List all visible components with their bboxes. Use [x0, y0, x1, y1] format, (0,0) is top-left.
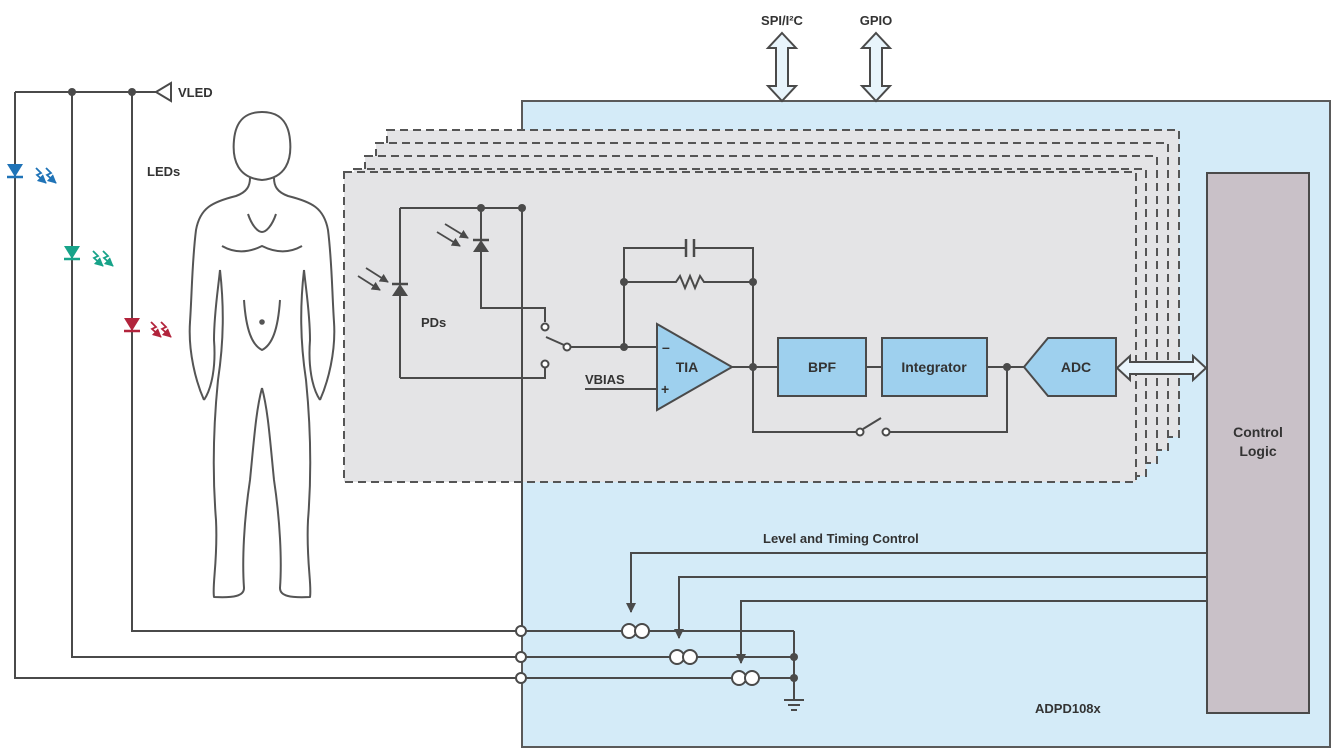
level-timing-label: Level and Timing Control: [763, 531, 919, 546]
gpio-label: GPIO: [860, 13, 893, 28]
adc-label: ADC: [1061, 359, 1091, 375]
led-diode-icon: [64, 246, 114, 267]
led-wires: [14, 92, 520, 679]
pd-wiring: [400, 204, 546, 631]
pds-label: PDs: [421, 315, 446, 330]
current-source-icon: [731, 670, 760, 686]
chip-pins: [515, 625, 527, 684]
control-logic-label-line2: Logic: [1239, 443, 1277, 459]
led-driver-wiring: [525, 630, 798, 700]
vled-rail: [15, 81, 172, 103]
chip-name-label: ADPD108x: [1035, 701, 1102, 716]
photodiode-icon: [436, 208, 489, 252]
tia-plus-label: +: [661, 381, 669, 397]
current-source-icon: [621, 623, 650, 639]
bpf-block: [777, 337, 867, 397]
vbias-label: VBIAS: [585, 372, 625, 387]
led-diode-icon: [124, 318, 172, 338]
photodiode-icon: [357, 208, 408, 378]
signal-chain-wires: [732, 363, 1024, 437]
feedback-network: [620, 239, 757, 367]
ground-icon: [784, 699, 804, 711]
leds-label: LEDs: [147, 164, 180, 179]
adc-bus-arrow: [1115, 353, 1208, 383]
gpio-bus-arrow: [859, 31, 893, 103]
tia-label: TIA: [676, 359, 699, 375]
input-switch-icon: [540, 322, 657, 369]
tia-amplifier: [656, 322, 735, 412]
channel-stack: [343, 129, 1180, 483]
vled-label: VLED: [178, 85, 213, 100]
tia-minus-label: –: [662, 339, 670, 355]
control-logic-block: [1206, 172, 1310, 714]
control-logic-label-line1: Control: [1233, 424, 1283, 440]
human-body-outline-icon: [188, 111, 336, 599]
spi-i2c-label: SPI/I²C: [761, 13, 804, 28]
current-source-icon: [669, 649, 698, 665]
integrator-label: Integrator: [901, 359, 967, 375]
adc-block: [1022, 337, 1117, 397]
led-diode-icon: [7, 164, 57, 184]
spi-i2c-bus-arrow: [765, 31, 799, 103]
integrator-block: [881, 337, 988, 397]
bpf-label: BPF: [808, 359, 836, 375]
control-lines: [626, 552, 1207, 664]
